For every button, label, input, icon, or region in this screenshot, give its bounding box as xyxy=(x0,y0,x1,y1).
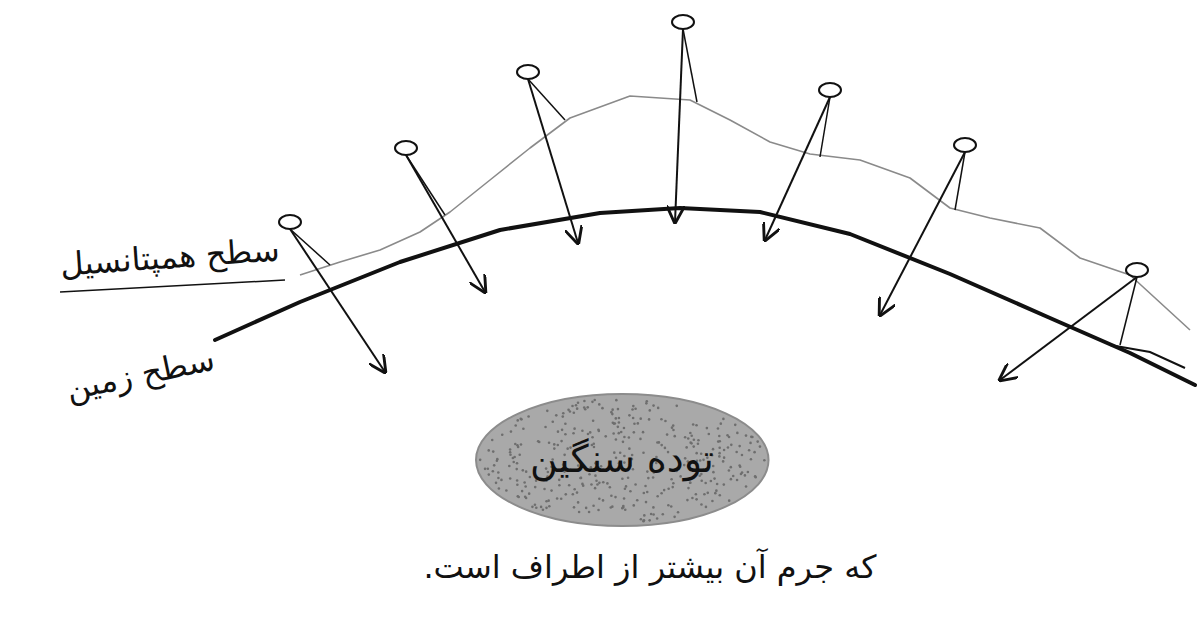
mass-label: توده سنگین xyxy=(530,437,714,483)
plumb-bobs xyxy=(279,15,1148,380)
mass-texture xyxy=(479,399,766,523)
mass-fill xyxy=(476,394,769,526)
surface-label: که جرم آن بیشتر از اطراف است. xyxy=(423,548,876,586)
ground-line xyxy=(215,208,1195,385)
surface-label: سطح همپتانسیل xyxy=(59,230,281,284)
ground-line xyxy=(1110,345,1185,368)
surface-label: سطح زمین xyxy=(62,340,217,409)
mass-blob: توده سنگین xyxy=(474,392,771,528)
leader-line xyxy=(60,280,285,292)
